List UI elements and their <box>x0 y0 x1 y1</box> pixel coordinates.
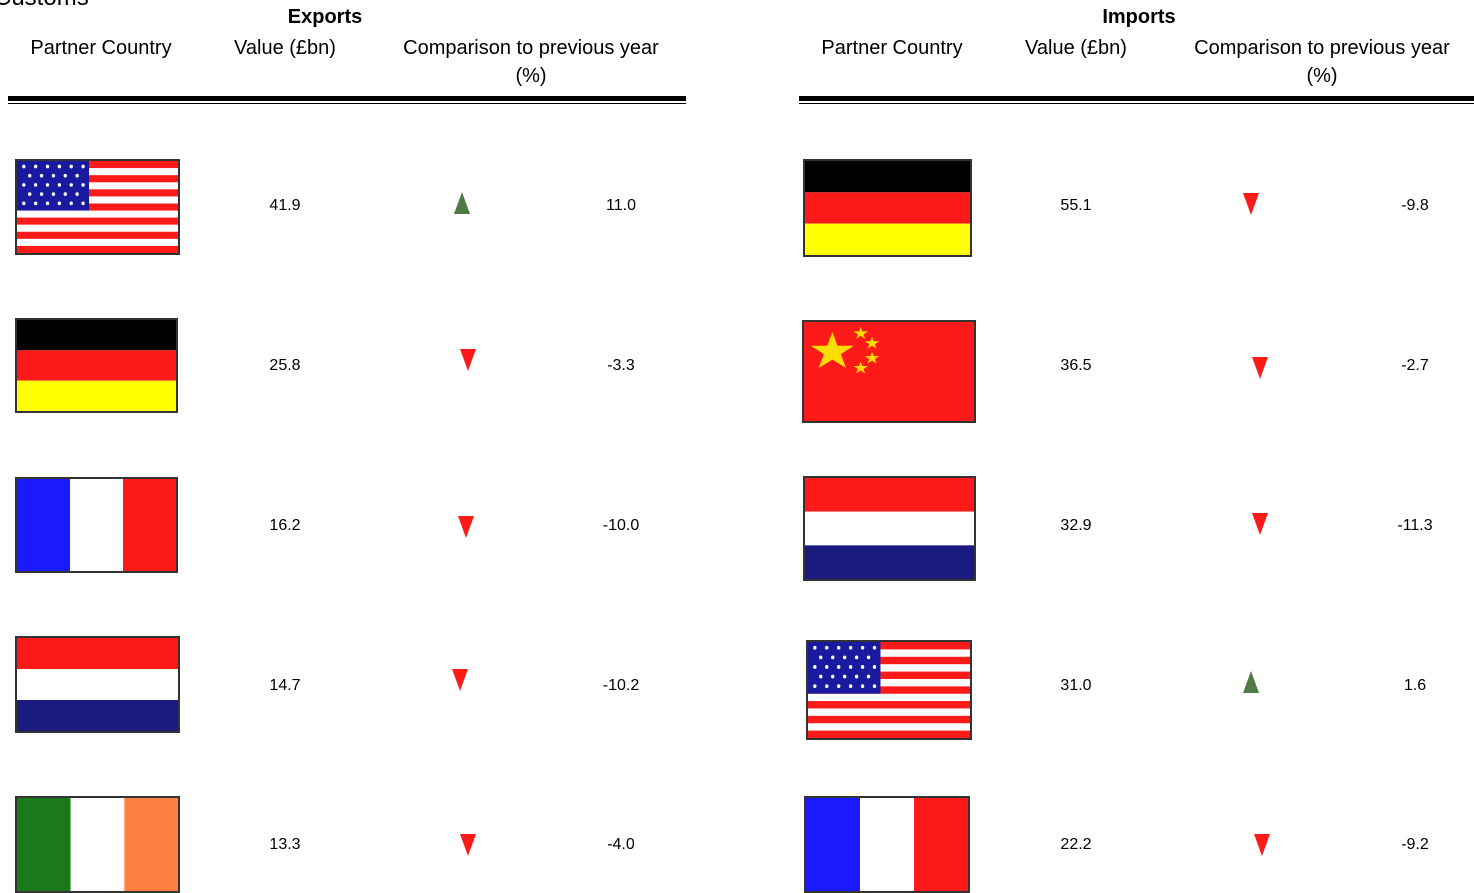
ireland-flag <box>15 796 180 893</box>
export-change: 11.0 <box>606 197 636 214</box>
exports-header-rule <box>8 96 686 104</box>
export-value: 41.9 <box>269 197 301 214</box>
exports-comparison-header-line1: Comparison to previous year <box>403 37 659 59</box>
trend-up-icon <box>1243 671 1259 693</box>
exports-partner-header: Partner Country <box>30 37 172 59</box>
trend-down-icon <box>1243 193 1259 215</box>
export-change: -10.2 <box>602 677 640 694</box>
imports-title: Imports <box>1102 6 1176 28</box>
france-flag <box>804 796 970 893</box>
export-change: -4.0 <box>607 836 635 853</box>
imports-header-rule <box>799 96 1474 104</box>
imports-comparison-header: Comparison to previous year (%) <box>1167 34 1474 90</box>
trend-up-icon <box>454 192 470 214</box>
exports-value-header: Value (£bn) <box>234 37 336 59</box>
import-change: 1.6 <box>1403 677 1427 694</box>
trend-down-icon <box>460 349 476 371</box>
france-flag <box>15 477 178 573</box>
export-value: 13.3 <box>269 836 301 853</box>
import-value: 55.1 <box>1060 197 1092 214</box>
export-change: -3.3 <box>607 357 635 374</box>
imports-value-header: Value (£bn) <box>1025 37 1127 59</box>
trend-down-icon <box>1254 834 1270 856</box>
export-value: 14.7 <box>269 677 301 694</box>
imports-comparison-header-line2: (%) <box>1306 65 1338 87</box>
import-value: 31.0 <box>1060 677 1092 694</box>
trend-down-icon <box>1252 513 1268 535</box>
import-value: 36.5 <box>1060 357 1092 374</box>
import-value: 22.2 <box>1060 836 1092 853</box>
trend-down-icon <box>452 669 468 691</box>
import-change: -2.7 <box>1401 357 1429 374</box>
trend-down-icon <box>460 834 476 856</box>
germany-flag <box>803 159 972 257</box>
imports-partner-header: Partner Country <box>821 37 963 59</box>
export-change: -10.0 <box>602 517 640 534</box>
trend-down-icon <box>1252 357 1268 379</box>
import-change: -9.8 <box>1401 197 1429 214</box>
import-change: -9.2 <box>1401 836 1429 853</box>
usa-flag <box>806 640 972 740</box>
import-value: 32.9 <box>1060 517 1092 534</box>
export-value: 25.8 <box>269 357 301 374</box>
exports-comparison-header-line2: (%) <box>515 65 547 87</box>
export-value: 16.2 <box>269 517 301 534</box>
exports-title: Exports <box>287 6 363 28</box>
netherlands-flag <box>15 636 180 733</box>
import-change: -11.3 <box>1397 517 1433 534</box>
exports-comparison-header: Comparison to previous year (%) <box>376 34 686 90</box>
trend-down-icon <box>458 516 474 538</box>
china-flag <box>802 320 976 423</box>
germany-flag <box>15 318 178 413</box>
page-header: Customs <box>0 0 89 12</box>
usa-flag <box>15 159 180 255</box>
imports-comparison-header-line1: Comparison to previous year <box>1194 37 1450 59</box>
netherlands-flag <box>803 476 976 581</box>
